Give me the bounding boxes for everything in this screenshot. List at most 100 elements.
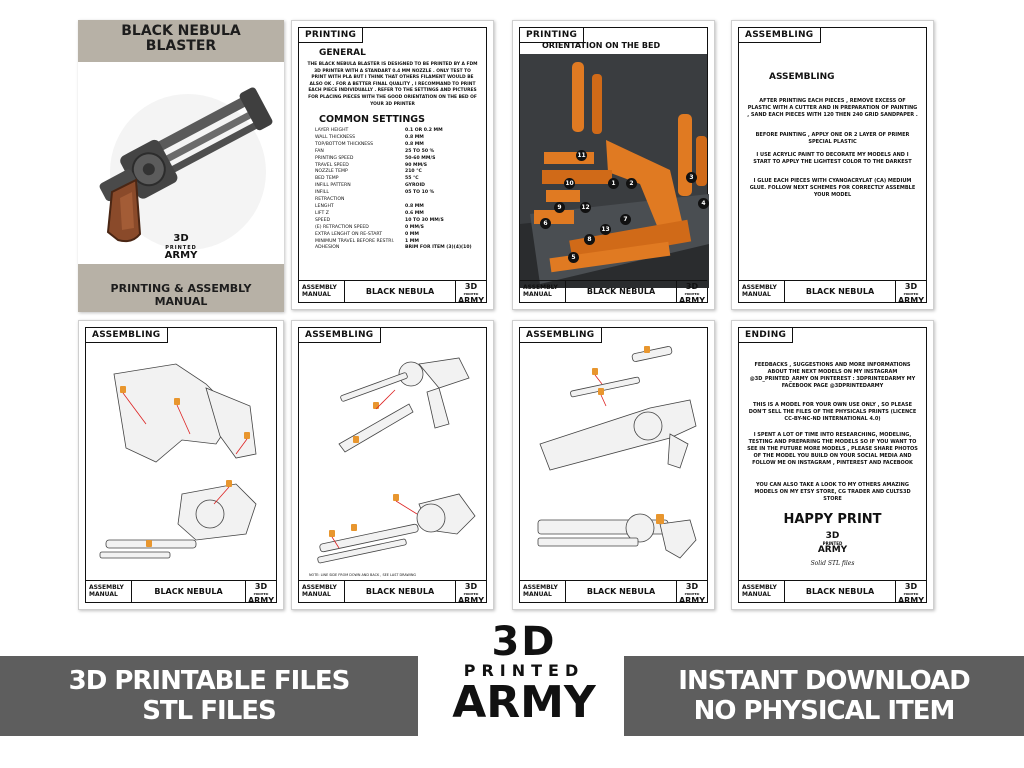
print-bed-parts — [520, 62, 709, 288]
settings-row: TRAVEL SPEED 90 MM/S — [315, 163, 476, 170]
settings-key: BED TEMP — [315, 176, 339, 182]
settings-value: 25 TO 50 % — [405, 148, 435, 154]
ending-paragraph-2: THIS IS A MODEL FOR YOUR OWN USE ONLY , … — [748, 402, 917, 422]
happy-print: HAPPY PRINT — [783, 512, 882, 527]
ending-tagline: Solid STL files — [810, 560, 855, 567]
settings-row: MINIMUM TRAVEL BEFORE RESTRI. 1 MM — [315, 239, 476, 246]
cover-page: BLACK NEBULA BLASTER 3D PRINTED ARMY PRI… — [78, 20, 284, 312]
settings-key: (E) RETRACTION SPEED — [315, 224, 369, 230]
settings-value: 10 TO 30 MM/S — [405, 217, 444, 223]
assembly-diagram-1 — [99, 363, 257, 559]
settings-key: LIFT Z — [315, 210, 329, 216]
cover-logo: 3D PRINTED ARMY — [164, 233, 198, 261]
page-assembling-2: ASSEMBLING — [291, 320, 494, 610]
page-assembling-3: ASSEMBLING — [512, 320, 715, 610]
assembly-diagram-3 — [537, 346, 697, 559]
part-label: 1 — [608, 178, 619, 189]
section-tab: ENDING — [739, 328, 794, 343]
ending-logo: 3D PRINTED ARMY — [817, 531, 848, 555]
settings-key: LAYER HEIGHT — [315, 128, 349, 133]
banner-right: INSTANT DOWNLOAD NO PHYSICAL ITEM — [624, 656, 1024, 736]
settings-value: 1 MM — [405, 238, 419, 244]
section-tab: ASSEMBLING — [739, 28, 821, 43]
part-label: 4 — [698, 198, 709, 209]
blaster-illustration — [99, 87, 273, 250]
settings-key: NOZZLE TEMP — [315, 169, 348, 175]
settings-key: MINIMUM TRAVEL BEFORE RESTRI. — [315, 238, 395, 244]
settings-key: TRAVEL SPEED — [315, 162, 349, 168]
part-label: 12 — [580, 202, 591, 213]
page-ending: ENDING FEEDBACKS , SUGGESTIONS AND MORE … — [731, 320, 934, 610]
ending-paragraph-4: YOU CAN ALSO TAKE A LOOK TO MY OTHERS AM… — [754, 482, 911, 502]
settings-value: 50-60 MM/S — [405, 155, 436, 161]
general-heading: GENERAL — [319, 48, 366, 58]
settings-value: 0.8 MM — [405, 134, 424, 140]
settings-key: TOP/BOTTOM THICKNESS — [315, 141, 374, 147]
page-printing-general: PRINTING GENERAL THE BLACK NEBULA BLASTE… — [291, 20, 494, 310]
page-assembling-intro: ASSEMBLING ASSEMBLING AFTER PRINTING EAC… — [731, 20, 934, 310]
assembling-paragraph-2: BEFORE PAINTING , APPLY ONE OR 2 LAYER O… — [755, 132, 910, 145]
settings-value — [405, 197, 476, 204]
general-paragraph: THE BLACK NEBULA BLASTER IS DESIGNED TO … — [307, 62, 478, 107]
cover-title: BLACK NEBULA BLASTER — [121, 23, 241, 54]
settings-row: RETRACTION — [315, 197, 476, 204]
assembly-diagram-2 — [317, 357, 476, 564]
cover-subtitle: PRINTING & ASSEMBLY MANUAL — [110, 282, 252, 308]
settings-row: BED TEMP 55 °C — [315, 176, 476, 183]
part-label: 9 — [554, 202, 565, 213]
section-tab: PRINTING — [299, 28, 364, 43]
assembling-paragraph-4: I GLUE EACH PIECES WITH CYANOACRYLAT (CA… — [749, 178, 916, 198]
settings-value: 0.8 MM — [405, 141, 424, 147]
settings-row: LIFT Z 0.6 MM — [315, 211, 476, 218]
settings-value: 210 °C — [405, 169, 422, 175]
settings-value: 90 MM/S — [405, 162, 428, 168]
settings-key: EXTRA LENGHT ON RE-START — [315, 231, 382, 237]
settings-value: GYROID — [405, 183, 425, 189]
section-tab: ASSEMBLING — [299, 328, 381, 343]
section-tab: ASSEMBLING — [86, 328, 168, 343]
banner-left: 3D PRINTABLE FILES STL FILES — [0, 656, 418, 736]
part-label: 11 — [576, 150, 587, 161]
part-label: 8 — [584, 234, 595, 245]
settings-value: 0.6 MM — [405, 210, 424, 216]
settings-key: INFILL PATTERN — [315, 183, 351, 189]
settings-row: (E) RETRACTION SPEED 0 MM/S — [315, 225, 476, 232]
settings-key: INFILL — [315, 190, 329, 196]
settings-key: PRINTING SPEED — [315, 155, 354, 161]
assembly-note: NOTE: LINE SIDE FROM DOWN AND BACK , SEE… — [309, 573, 417, 577]
settings-key: ADHESION — [315, 245, 340, 251]
ending-paragraph-3: I SPENT A LOT OF TIME INTO RESEARCHING, … — [747, 432, 918, 466]
settings-value: 0 MM/S — [405, 224, 424, 230]
orientation-heading: ORIENTATION ON THE BED — [542, 41, 661, 50]
settings-row: SPEED 10 TO 30 MM/S — [315, 218, 476, 225]
settings-value: 55 °C — [405, 176, 419, 182]
settings-key: RETRACTION — [315, 197, 345, 203]
settings-value: 0.8 MM — [405, 203, 424, 209]
part-label: 6 — [540, 218, 551, 229]
settings-key: SPEED — [315, 217, 331, 223]
part-label: 7 — [620, 214, 631, 225]
section-tab: PRINTING — [520, 28, 585, 43]
part-label: 2 — [626, 178, 637, 189]
part-label: 3 — [686, 172, 697, 183]
settings-row: PRINTING SPEED 50-60 MM/S — [315, 156, 476, 163]
ending-paragraph-1: FEEDBACKS , SUGGESTIONS AND MORE INFORMA… — [749, 362, 916, 389]
settings-row: NOZZLE TEMP 210 °C — [315, 169, 476, 176]
part-label: 10 — [564, 178, 575, 189]
